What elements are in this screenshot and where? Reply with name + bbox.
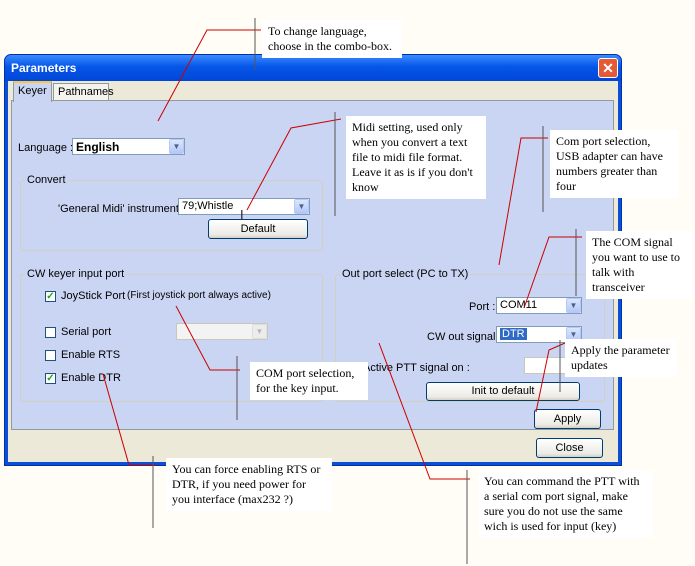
apply-button[interactable]: Apply [534, 409, 601, 429]
init-to-default-button[interactable]: Init to default [426, 382, 580, 401]
note-com-port: Com port selection, USB adapter can have… [550, 130, 678, 198]
chevron-down-icon[interactable]: ▼ [169, 139, 184, 154]
close-button[interactable]: Close [536, 438, 603, 458]
chevron-down-icon[interactable]: ▼ [294, 199, 309, 214]
tab-keyer[interactable]: Keyer [13, 81, 52, 102]
text-cursor-icon: I [240, 207, 244, 222]
note-apply: Apply the parameter updates [565, 339, 677, 377]
cw-out-value: DTR [500, 328, 527, 340]
note-com-input: COM port selection, for the key input. [250, 362, 368, 400]
cw-out-combo[interactable]: DTR ▼ [496, 326, 582, 343]
cw-out-label: CW out signal : [427, 331, 502, 343]
serial-port-label: Serial port [61, 326, 112, 338]
port-value: COM11 [500, 299, 538, 311]
enable-dtr-checkbox[interactable]: ✓ [45, 373, 56, 384]
chevron-down-icon[interactable]: ▼ [566, 298, 581, 313]
joystick-note: (First joystick port always active) [127, 290, 271, 301]
serial-port-combo[interactable]: ▼ [176, 323, 268, 340]
language-label: Language : [18, 142, 74, 154]
note-com-signal: The COM signal you want to use to talk w… [586, 231, 694, 299]
active-ptt-label: Active PTT signal on : [363, 362, 470, 374]
window-client: Keyer Pathnames Language : English ▼ Con… [8, 81, 618, 462]
tab-pathnames[interactable]: Pathnames [53, 83, 114, 101]
default-button[interactable]: Default [208, 219, 308, 239]
window-title: Parameters [11, 61, 77, 75]
instrument-value: 79;Whistle [182, 200, 234, 212]
enable-rts-label: Enable RTS [61, 349, 121, 361]
language-value: English [76, 140, 120, 154]
enable-dtr-label: Enable DTR [61, 372, 121, 384]
joystick-label: JoyStick Port [61, 290, 126, 302]
out-port-group: Out port select (PC to TX) Port : COM11 … [335, 268, 605, 402]
close-icon[interactable]: ✕ [598, 58, 618, 78]
note-midi: Midi setting, used only when you convert… [346, 116, 486, 199]
parameters-window: Parameters ✕ Keyer Pathnames Language : … [4, 54, 622, 466]
chevron-down-icon[interactable]: ▼ [252, 324, 267, 339]
serial-port-checkbox[interactable] [45, 327, 56, 338]
cw-input-legend: CW keyer input port [25, 268, 127, 280]
note-ptt: You can command the PTT with a serial co… [478, 470, 653, 538]
language-combo[interactable]: English ▼ [72, 138, 185, 155]
convert-group: Convert 'General Midi' instrument : 79;W… [20, 174, 323, 251]
port-label: Port : [469, 301, 496, 313]
instrument-combo[interactable]: 79;Whistle ▼ [178, 198, 310, 215]
title-bar[interactable]: Parameters ✕ [5, 55, 621, 81]
enable-rts-checkbox[interactable] [45, 350, 56, 361]
joystick-checkbox[interactable]: ✓ [45, 291, 56, 302]
port-combo[interactable]: COM11 ▼ [496, 297, 582, 314]
convert-legend: Convert [25, 174, 68, 186]
instrument-label: 'General Midi' instrument : [58, 203, 186, 215]
note-language: To change language, choose in the combo-… [262, 20, 402, 58]
note-rts-dtr: You can force enabling RTS or DTR, if yo… [166, 458, 332, 511]
out-port-legend: Out port select (PC to TX) [340, 268, 471, 280]
